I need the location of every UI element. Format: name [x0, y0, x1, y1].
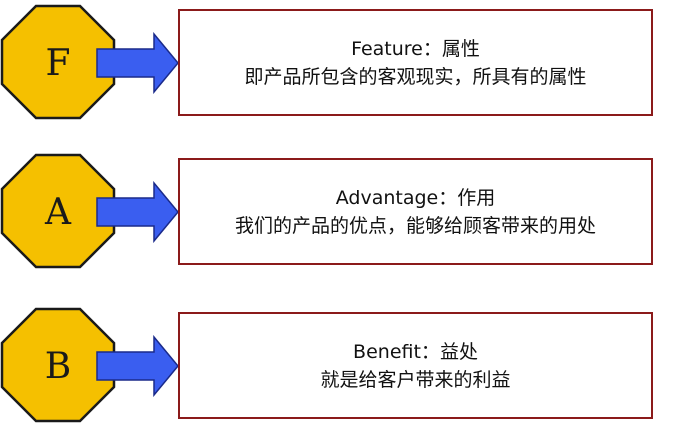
octagon-icon: F: [0, 4, 116, 120]
term-chinese: 属性: [441, 37, 480, 60]
feature-title: Feature：属性: [351, 35, 480, 63]
benefit-box: Benefit：益处 就是给客户带来的利益: [178, 312, 653, 419]
right-arrow-icon: [96, 335, 179, 397]
fab-row-benefit: B Benefit：益处 就是给客户带来的利益: [0, 307, 677, 423]
feature-description: 即产品所包含的客观现实，所具有的属性: [244, 65, 587, 88]
octagon-icon: A: [0, 153, 116, 269]
term-separator: ：: [438, 186, 458, 209]
octagon-icon: B: [0, 307, 116, 423]
octagon-letter: B: [45, 346, 71, 387]
right-arrow-icon: [96, 32, 179, 94]
benefit-title: Benefit：益处: [353, 338, 478, 366]
feature-box: Feature：属性 即产品所包含的客观现实，所具有的属性: [178, 9, 653, 116]
octagon-letter: A: [44, 192, 72, 233]
octagon-letter: F: [46, 43, 71, 84]
right-arrow-icon: [96, 181, 179, 243]
term-label: Advantage: [335, 186, 439, 209]
term-label: Benefit: [353, 340, 421, 363]
fab-row-feature: F Feature：属性 即产品所包含的客观现实，所具有的属性: [0, 4, 677, 120]
fab-row-advantage: A Advantage：作用 我们的产品的优点，能够给顾客带来的用处: [0, 153, 677, 269]
advantage-title: Advantage：作用: [336, 184, 496, 212]
advantage-box: Advantage：作用 我们的产品的优点，能够给顾客带来的用处: [178, 158, 653, 265]
term-chinese: 作用: [457, 186, 496, 209]
term-separator: ：: [422, 37, 442, 60]
term-label: Feature: [351, 37, 423, 60]
term-separator: ：: [420, 340, 440, 363]
benefit-description: 就是给客户带来的利益: [320, 368, 511, 391]
term-chinese: 益处: [439, 340, 478, 363]
advantage-description: 我们的产品的优点，能够给顾客带来的用处: [234, 214, 596, 237]
